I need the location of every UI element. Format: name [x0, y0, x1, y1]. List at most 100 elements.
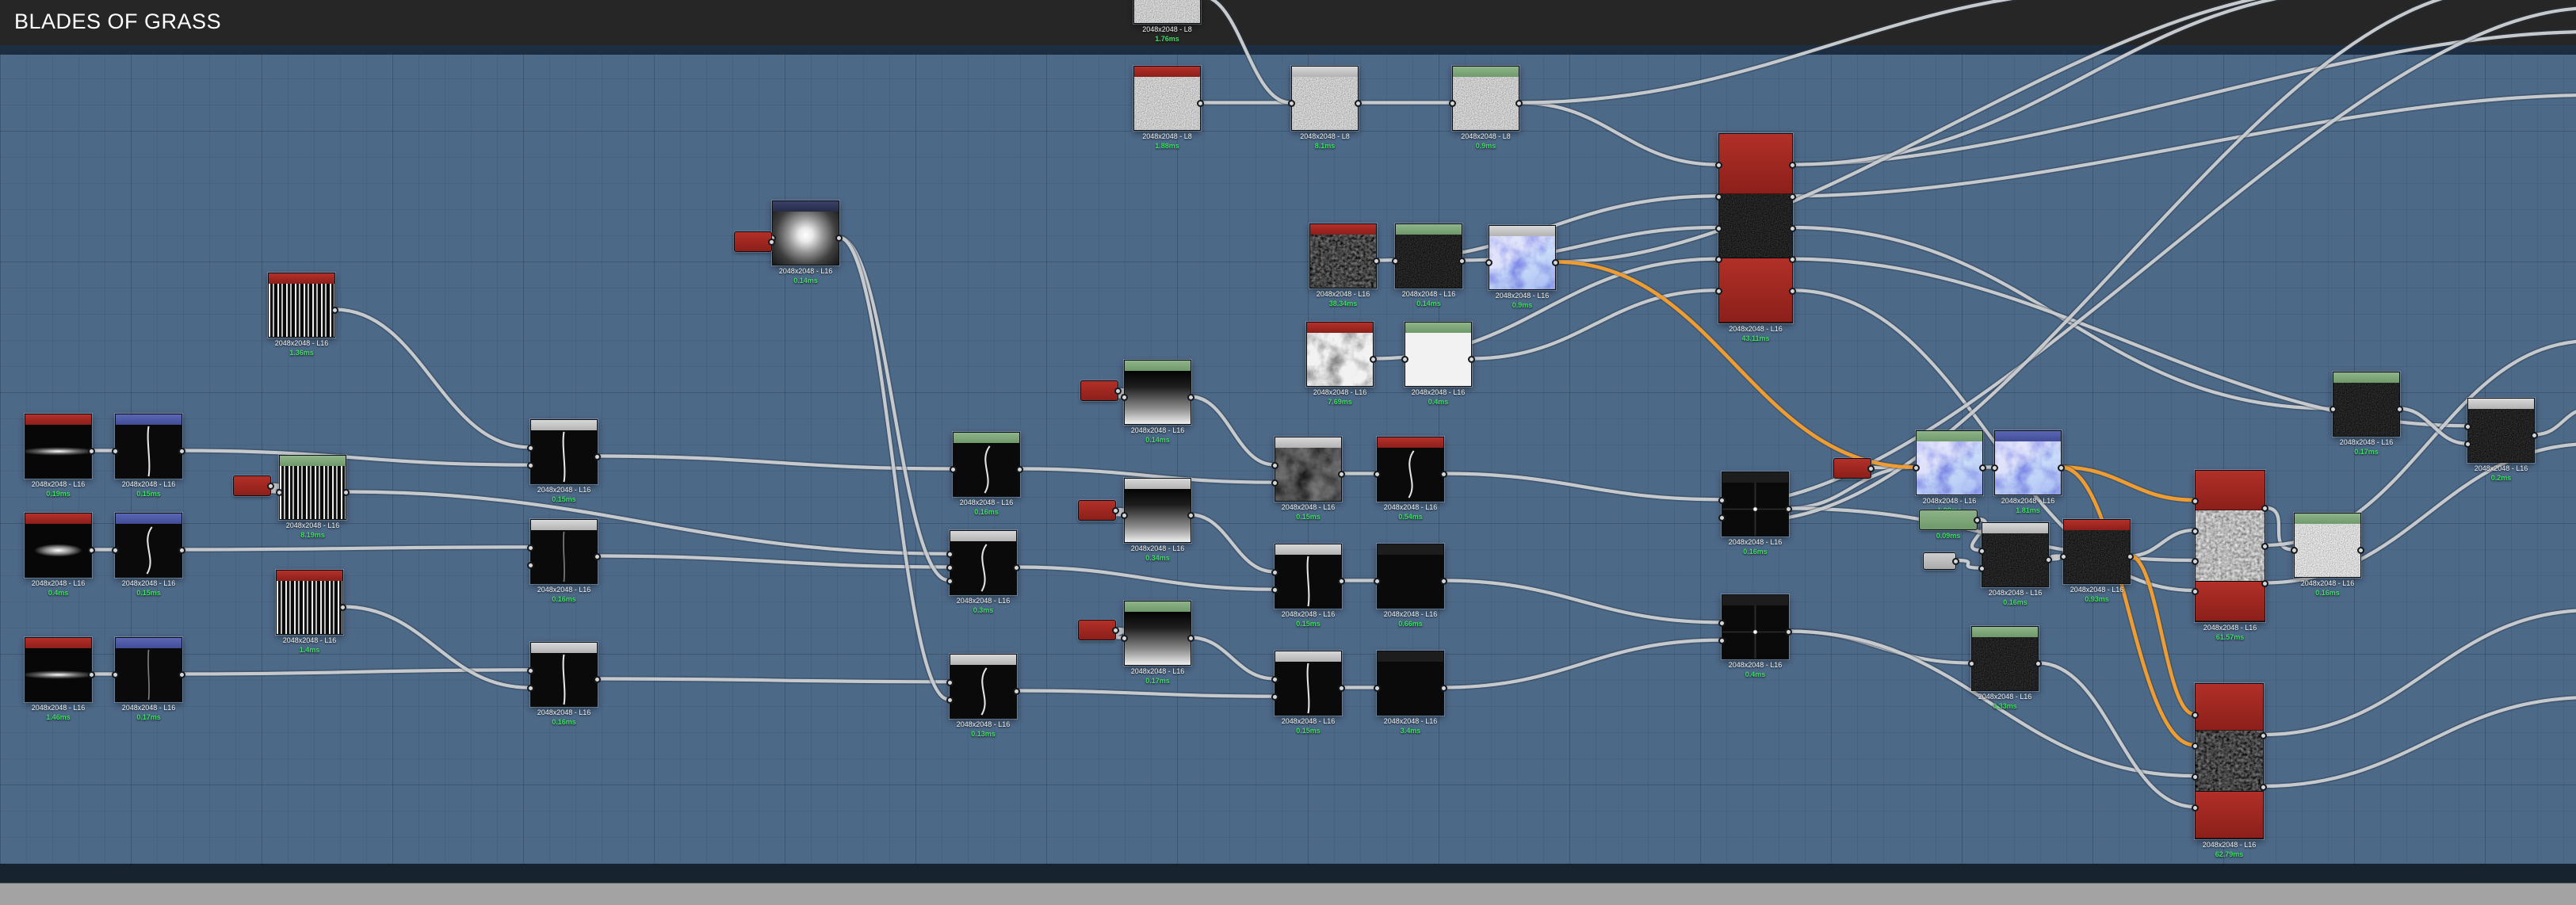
node-port-out[interactable] — [1187, 512, 1194, 519]
node-port-out[interactable] — [1867, 464, 1875, 472]
node-port-out[interactable] — [2260, 731, 2267, 739]
node-port-out[interactable] — [2058, 464, 2065, 472]
node-port-in[interactable] — [527, 562, 534, 570]
node-port-out[interactable] — [1785, 506, 1792, 513]
node-port-out[interactable] — [1974, 516, 1981, 524]
node-port-in[interactable] — [946, 551, 954, 559]
value-node-m2[interactable] — [233, 475, 274, 496]
node-port-in[interactable] — [2060, 553, 2067, 560]
node-port-in[interactable] — [112, 547, 119, 554]
node-port-out[interactable] — [1440, 685, 1447, 692]
wire[interactable] — [1516, 101, 1720, 166]
wire[interactable] — [594, 677, 951, 684]
node-port-in[interactable] — [946, 697, 954, 705]
node-port-in[interactable] — [1485, 259, 1492, 266]
node-port-in[interactable] — [2192, 711, 2199, 719]
node-port-out[interactable] — [1355, 100, 1362, 107]
value-node-m4[interactable] — [1078, 500, 1119, 521]
wire[interactable] — [2261, 609, 2576, 737]
wire[interactable] — [2035, 661, 2196, 809]
node-port-out[interactable] — [1440, 471, 1447, 478]
node-port-in[interactable] — [950, 466, 957, 473]
node-port-out[interactable] — [1338, 578, 1345, 585]
node-port-in[interactable] — [1718, 637, 1726, 645]
wire[interactable] — [1790, 30, 2576, 166]
node-port-in[interactable] — [2192, 527, 2199, 535]
node-port-out[interactable] — [1552, 259, 1559, 266]
node-port-in[interactable] — [2192, 773, 2199, 781]
node-port-out[interactable] — [1187, 635, 1194, 642]
wire[interactable] — [267, 483, 281, 494]
node-port-in[interactable] — [2192, 742, 2199, 750]
wire[interactable] — [1752, 0, 2505, 523]
node-port-out[interactable] — [331, 307, 338, 314]
wire[interactable] — [1790, 225, 2334, 410]
node-port-in[interactable] — [1715, 256, 1722, 264]
value-node-m6[interactable] — [1833, 458, 1875, 479]
wire[interactable] — [1017, 467, 1276, 484]
node-port-out[interactable] — [2357, 547, 2364, 554]
wire[interactable] — [836, 235, 951, 701]
node-port-in[interactable] — [1715, 193, 1722, 200]
node-port-in[interactable] — [527, 666, 534, 674]
wire[interactable] — [179, 449, 532, 467]
node-port-out[interactable] — [1197, 100, 1204, 107]
node-port-in[interactable] — [2192, 497, 2199, 505]
node-port-in[interactable] — [1718, 496, 1726, 504]
node-port-out[interactable] — [339, 604, 346, 611]
node-port-out[interactable] — [2261, 542, 2268, 550]
node-port-out[interactable] — [1112, 506, 1119, 514]
node-port-out[interactable] — [1789, 193, 1796, 200]
value-node-m5[interactable] — [1078, 620, 1119, 640]
node-port-out[interactable] — [594, 453, 601, 460]
node-port-in[interactable] — [2329, 406, 2337, 413]
node-port-out[interactable] — [1370, 356, 1377, 363]
node-port-in[interactable] — [527, 544, 534, 552]
node-port-in[interactable] — [1374, 578, 1381, 585]
wire[interactable] — [1786, 465, 1917, 510]
node-port-in[interactable] — [1715, 224, 1722, 232]
node-port-in[interactable] — [527, 444, 534, 452]
node-port-out[interactable] — [1187, 394, 1194, 401]
node-port-out[interactable] — [1458, 258, 1466, 265]
node-port-in[interactable] — [112, 671, 119, 678]
node-port-out[interactable] — [1114, 387, 1122, 395]
wire[interactable] — [1188, 636, 1276, 681]
node-port-out[interactable] — [2127, 553, 2134, 560]
node-port-out[interactable] — [1338, 471, 1345, 478]
node-port-in[interactable] — [946, 577, 954, 585]
node-port-out[interactable] — [2261, 580, 2268, 587]
node-port-out[interactable] — [1789, 224, 1796, 232]
node-port-in[interactable] — [1718, 619, 1726, 627]
wire[interactable] — [2262, 506, 2295, 552]
wire[interactable] — [343, 490, 951, 556]
node-port-in[interactable] — [946, 564, 954, 571]
wire[interactable] — [2261, 696, 2576, 789]
wire[interactable] — [1112, 507, 1126, 517]
node-port-out[interactable] — [768, 238, 775, 246]
node-port-in[interactable] — [1449, 100, 1456, 107]
node-port-in[interactable] — [1913, 464, 1920, 472]
node-port-in[interactable] — [276, 489, 283, 496]
value-node-m1[interactable] — [734, 231, 775, 252]
node-port-out[interactable] — [1016, 466, 1023, 473]
node-port-out[interactable] — [1373, 258, 1380, 265]
node-port-in[interactable] — [2464, 422, 2471, 430]
node-port-in[interactable] — [1374, 685, 1381, 692]
